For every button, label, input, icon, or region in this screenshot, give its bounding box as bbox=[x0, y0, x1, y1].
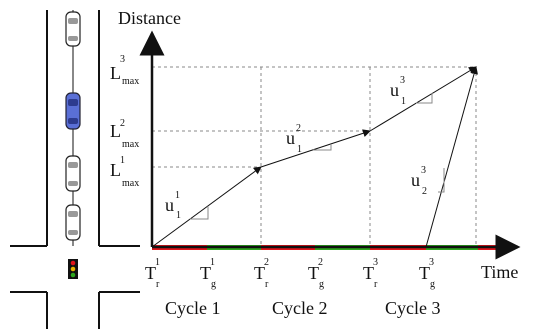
x-tick-sub: r bbox=[156, 279, 160, 290]
slope-marker-u12 bbox=[313, 144, 332, 151]
y-tick-sub: max bbox=[122, 139, 139, 150]
x-tick-main: T bbox=[308, 263, 319, 283]
x-tick-tr3: T 3 r bbox=[363, 257, 378, 290]
y-tick-sup: 3 bbox=[120, 54, 125, 65]
x-axis-title: Time bbox=[481, 262, 518, 282]
x-tick-sub: g bbox=[430, 279, 435, 290]
y-axis-title: Distance bbox=[118, 8, 181, 28]
y-tick-sub: max bbox=[122, 178, 139, 189]
cycle-label-3: Cycle 3 bbox=[385, 298, 441, 318]
y-tick-lmax2: L 2 max bbox=[110, 118, 139, 150]
slope-marker-u23 bbox=[438, 168, 445, 193]
cycle-label-2: Cycle 2 bbox=[272, 298, 328, 318]
x-tick-sub: g bbox=[211, 279, 216, 290]
slope-markers bbox=[190, 93, 445, 220]
slope-label-u12: u 2 1 bbox=[286, 123, 302, 155]
slope-marker-u11 bbox=[190, 206, 209, 220]
x-tick-main: T bbox=[363, 263, 374, 283]
slope-sub: 2 bbox=[422, 186, 427, 197]
trajectory-u11 bbox=[151, 166, 262, 248]
car-icon bbox=[65, 155, 81, 192]
trajectory-u12 bbox=[260, 129, 371, 168]
x-tick-sub: g bbox=[319, 279, 324, 290]
slope-sub: 1 bbox=[297, 144, 302, 155]
x-tick-sup: 2 bbox=[318, 257, 323, 268]
x-tick-tg1: T 1 g bbox=[200, 257, 216, 290]
x-tick-main: T bbox=[145, 263, 156, 283]
y-tick-lmax1: L 1 max bbox=[110, 155, 139, 189]
x-tick-tg2: T 2 g bbox=[308, 257, 324, 290]
x-tick-sup: 3 bbox=[373, 257, 378, 268]
slope-sup: 3 bbox=[421, 165, 426, 176]
y-tick-sup: 1 bbox=[120, 155, 125, 166]
x-tick-main: T bbox=[200, 263, 211, 283]
slope-main: u bbox=[165, 195, 174, 215]
y-tick-sup: 2 bbox=[120, 118, 125, 129]
x-tick-main: T bbox=[419, 263, 430, 283]
trajectories bbox=[151, 66, 478, 248]
slope-marker-u13 bbox=[416, 93, 433, 104]
x-tick-sup: 3 bbox=[429, 257, 434, 268]
x-tick-sup: 2 bbox=[264, 257, 269, 268]
slope-sup: 1 bbox=[175, 190, 180, 201]
slope-sup: 3 bbox=[400, 75, 405, 86]
y-tick-lmax3: L 3 max bbox=[110, 54, 139, 87]
car-icon bbox=[65, 204, 81, 241]
road-scene bbox=[10, 10, 140, 329]
traffic-light-icon bbox=[68, 259, 78, 279]
slope-sub: 1 bbox=[401, 96, 406, 107]
trajectory-u23 bbox=[425, 66, 478, 248]
slope-label-u23: u 3 2 bbox=[411, 165, 427, 197]
x-tick-sup: 1 bbox=[155, 257, 160, 268]
trajectory-u13 bbox=[369, 66, 477, 132]
cycle-label-1: Cycle 1 bbox=[165, 298, 221, 318]
x-tick-sub: r bbox=[265, 279, 269, 290]
grid-guides bbox=[152, 66, 477, 247]
x-tick-tr1: T 1 r bbox=[145, 257, 160, 290]
y-tick-sub: max bbox=[122, 76, 139, 87]
slope-main: u bbox=[411, 170, 420, 190]
slope-label-u13: u 3 1 bbox=[390, 75, 406, 107]
x-tick-tg3: T 3 g bbox=[419, 257, 435, 290]
x-tick-main: T bbox=[254, 263, 265, 283]
y-tick-main: L bbox=[110, 160, 121, 180]
car-icon-highlighted bbox=[65, 92, 81, 130]
slope-main: u bbox=[390, 80, 399, 100]
y-tick-main: L bbox=[110, 63, 121, 83]
slope-sup: 2 bbox=[296, 123, 301, 134]
slope-main: u bbox=[286, 128, 295, 148]
slope-label-u11: u 1 1 bbox=[165, 190, 181, 221]
y-tick-main: L bbox=[110, 121, 121, 141]
x-tick-tr2: T 2 r bbox=[254, 257, 269, 290]
slope-sub: 1 bbox=[176, 210, 181, 221]
x-tick-sub: r bbox=[374, 279, 378, 290]
car-icon bbox=[65, 11, 81, 47]
x-tick-sup: 1 bbox=[210, 257, 215, 268]
